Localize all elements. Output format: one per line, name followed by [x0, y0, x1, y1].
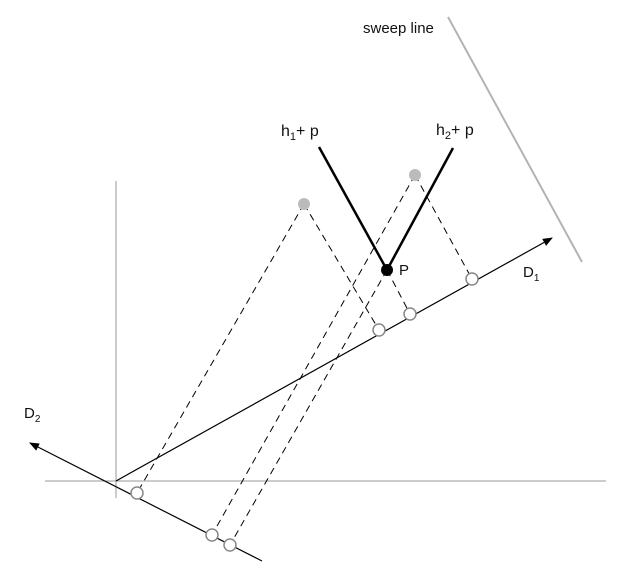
projection-lines — [136, 174, 473, 546]
h2-edge — [385, 147, 455, 271]
projection-line — [211, 174, 416, 536]
gray-point-h2 — [409, 169, 421, 181]
h1-edge — [317, 146, 389, 271]
projection-point-d1 — [465, 272, 479, 286]
projection-line — [414, 174, 473, 280]
gray-point-h1 — [298, 198, 310, 210]
point-p — [381, 264, 393, 276]
d2-label: D2 — [24, 405, 41, 425]
h2-label: h2+ p — [436, 122, 474, 142]
projection-point-d2 — [130, 486, 144, 500]
h1-label: h1+ p — [281, 123, 319, 143]
projection-line — [386, 269, 411, 315]
projection-line — [303, 203, 380, 331]
projection-point-d2 — [223, 538, 237, 552]
sweep-line-label: sweep line — [363, 20, 434, 37]
d2-axis — [29, 442, 263, 562]
projection-point-d2 — [205, 528, 219, 542]
projection-line — [136, 203, 305, 494]
sweep-line — [447, 16, 583, 263]
projection-point-d1 — [372, 323, 386, 337]
projection-line — [229, 269, 388, 546]
point-p-label: P — [399, 262, 409, 279]
d1-axis — [115, 237, 553, 482]
projection-point-d1 — [403, 307, 417, 321]
d1-label: D1 — [523, 264, 540, 284]
